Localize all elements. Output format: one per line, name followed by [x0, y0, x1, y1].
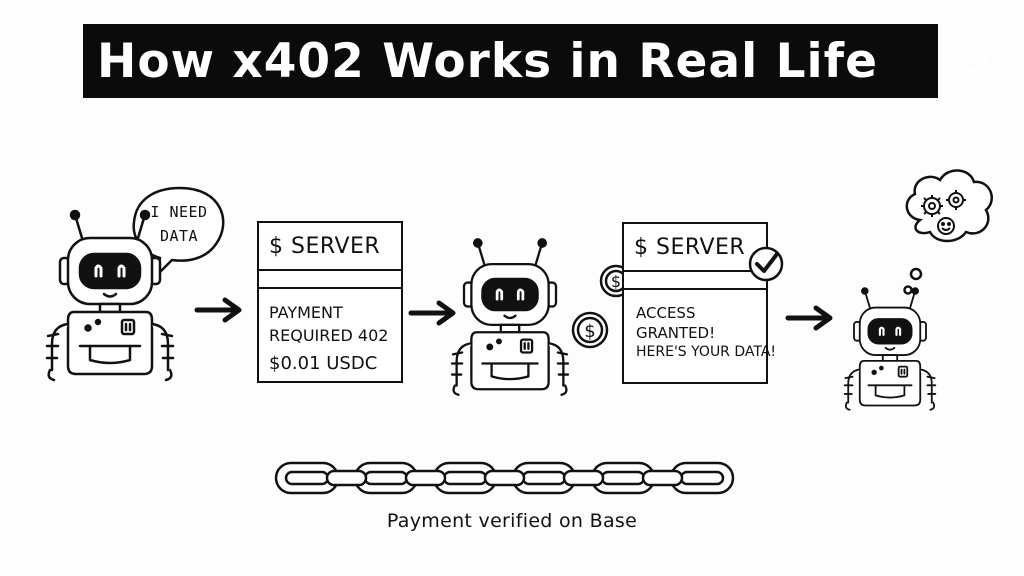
speech-bubble — [132, 186, 225, 276]
robot-icon — [843, 287, 937, 411]
access-line: ACCESS — [636, 304, 696, 322]
coin-icon: $ — [571, 311, 609, 349]
coin-symbol: $ — [584, 321, 595, 342]
gears-icon — [921, 190, 966, 217]
arrow-right-icon — [411, 303, 453, 323]
price-line: $0.01 USDC — [269, 353, 378, 374]
lightbulb-icon — [945, 32, 1001, 86]
payment-line: PAYMENT — [269, 303, 343, 322]
granted-line: GRANTED! — [636, 324, 716, 342]
thought-bubble — [903, 169, 993, 295]
smiley-icon — [937, 217, 955, 235]
robot-icon — [450, 237, 570, 397]
required-line: REQUIRED 402 — [269, 326, 389, 345]
speech-line-1: I NEED — [150, 203, 208, 221]
title-banner: How x402 Works in Real Life — [83, 24, 1001, 98]
data-line: HERE'S YOUR DATA! — [636, 344, 777, 360]
arrow-right-icon — [197, 300, 239, 320]
server-card-payment-required: $ SERVER PAYMENT REQUIRED 402 $0.01 USDC — [257, 221, 403, 383]
page-title: How x402 Works in Real Life — [97, 33, 878, 89]
server-header: $ SERVER — [259, 223, 401, 271]
arrow-right-icon — [788, 308, 830, 328]
server-header: $ SERVER — [624, 224, 766, 272]
caption: Payment verified on Base — [386, 510, 638, 532]
server-card-access-granted: $ SERVER ACCESS GRANTED! HERE'S YOUR DAT… — [622, 222, 777, 384]
speech-bubble-text: I NEED DATA — [148, 200, 210, 248]
svg-text:$: $ — [611, 272, 621, 291]
server-divider — [259, 271, 401, 289]
speech-line-2: DATA — [159, 227, 199, 245]
server-divider — [624, 272, 766, 290]
chain-icon — [274, 461, 735, 495]
